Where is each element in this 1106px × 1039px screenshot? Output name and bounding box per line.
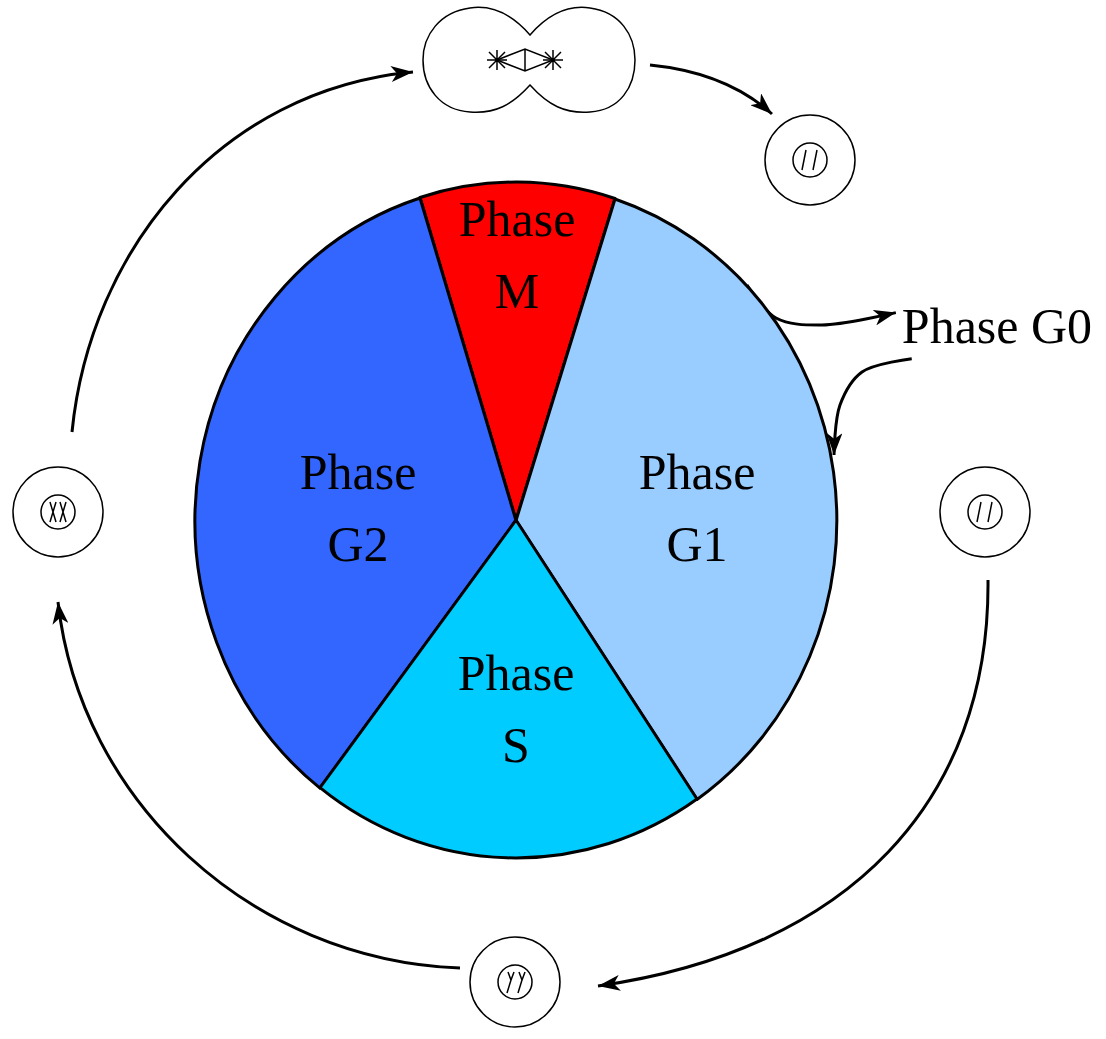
chromosome xyxy=(802,150,817,170)
cell xyxy=(13,467,103,557)
dividing-cell xyxy=(423,7,635,112)
text-box: Phase S xyxy=(446,637,586,781)
cell xyxy=(470,937,560,1027)
text-box: Phase M xyxy=(447,183,587,327)
nucleus xyxy=(498,965,532,999)
phase-name: Phase G1 xyxy=(627,436,767,580)
phase-sector: Phase S xyxy=(320,520,697,858)
sector-outline xyxy=(320,520,697,858)
nucleus xyxy=(793,143,827,177)
phase-name: Phase G2 xyxy=(288,436,428,580)
spindle xyxy=(487,49,563,71)
phase-name: Phase S xyxy=(446,637,586,781)
cycle-arrow xyxy=(650,65,772,114)
phase-name: Phase G0 xyxy=(902,298,1092,356)
phase-name: Phase M xyxy=(447,183,587,327)
phase-label: Phase G0 xyxy=(898,298,1096,356)
cell xyxy=(765,115,855,205)
text-box: Phase G1 xyxy=(627,436,767,580)
transition-arrow xyxy=(834,359,912,455)
chromosome xyxy=(977,502,992,522)
chromosome xyxy=(507,972,525,993)
nucleus xyxy=(41,495,75,529)
nucleus xyxy=(968,495,1002,529)
text-box: Phase G2 xyxy=(288,436,428,580)
cell xyxy=(940,467,1030,557)
chromosome xyxy=(50,502,66,522)
